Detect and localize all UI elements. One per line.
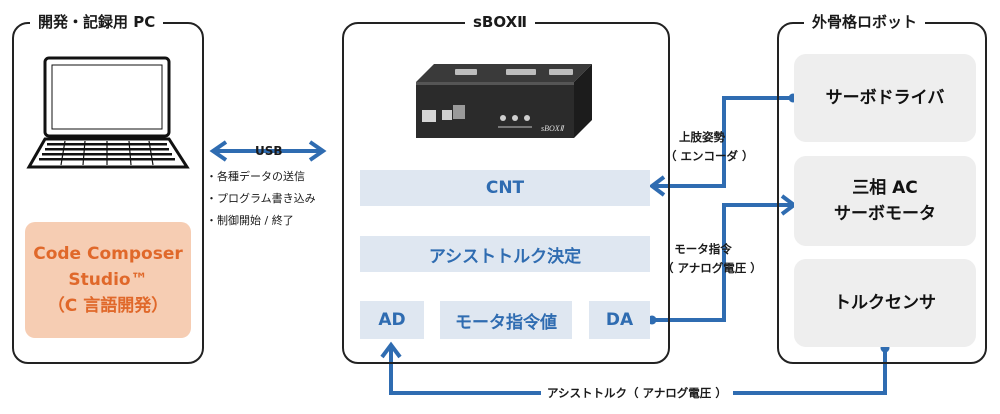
- laptop-icon: [26, 56, 190, 169]
- sbox-device-image: sBOXⅡ: [416, 64, 592, 138]
- ac-servo-motor-block: 三相 AC サーボモータ: [794, 156, 976, 246]
- motor-line2: サーボモータ: [834, 204, 936, 224]
- motor-line1: 三相 AC: [852, 178, 918, 198]
- motor-command-value-block: モータ指令値: [440, 301, 572, 339]
- posture-label-line2: （ エンコーダ ）: [665, 149, 754, 163]
- posture-signal-label: 上肢姿勢 （ エンコーダ ）: [665, 128, 754, 166]
- ad-block: AD: [360, 301, 424, 339]
- assist-torque-decision-block: アシストトルク決定: [360, 236, 650, 272]
- ccs-software-block: Code Composer Studio™ （C 言語開発）: [25, 222, 191, 338]
- servo-driver-block: サーボドライバ: [794, 54, 976, 142]
- ccs-line1: Code Composer: [33, 244, 183, 264]
- assist-torque-signal-label: アシストトルク（ アナログ電圧 ）: [541, 385, 733, 401]
- usb-bullet-item: ・各種データの送信: [206, 170, 305, 183]
- robot-panel-title: 外骨格ロボット: [804, 12, 926, 32]
- posture-label-line1: 上肢姿勢: [679, 130, 725, 144]
- motor-cmd-label-line2: （ アナログ電圧 ）: [662, 261, 762, 275]
- sbox-panel-title: sBOXⅡ: [465, 12, 536, 32]
- ccs-line2: Studio™: [68, 270, 148, 290]
- motor-cmd-label-line1: モータ指令: [674, 242, 732, 256]
- usb-label: USB: [255, 144, 283, 158]
- motor-command-signal-label: モータ指令 （ アナログ電圧 ）: [662, 240, 762, 278]
- usb-bullet-item: ・プログラム書き込み: [206, 192, 316, 205]
- pc-panel-title: 開発・記録用 PC: [30, 12, 164, 32]
- usb-arrow: [209, 140, 327, 162]
- da-block: DA: [589, 301, 650, 339]
- usb-bullet-item: ・制御開始 / 終了: [206, 214, 294, 227]
- cnt-block: CNT: [360, 170, 650, 206]
- torque-sensor-block: トルクセンサ: [794, 259, 976, 347]
- ccs-line3: （C 言語開発）: [47, 296, 169, 316]
- usb-bullet-list: ・各種データの送信 ・プログラム書き込み ・制御開始 / 終了: [206, 166, 316, 232]
- sbox-device-label: sBOXⅡ: [541, 124, 565, 133]
